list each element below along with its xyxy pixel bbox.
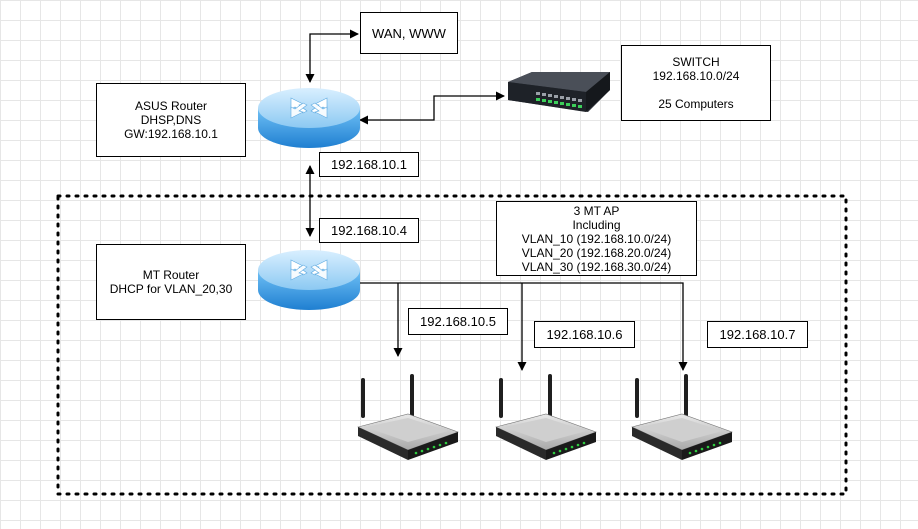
network-switch-icon [508,72,610,112]
ap2-ip-label: 192.168.10.6 [534,321,635,348]
wireless-access-point-icon [357,374,459,460]
mt-uplink-ip-label: 192.168.10.4 [319,218,419,243]
ap1-ip-text: 192.168.10.5 [420,314,496,329]
mt-router-box: MT Router DHCP for VLAN_20,30 [96,244,246,320]
vlan-zone-boundary [56,194,848,496]
asus-router-gateway: GW:192.168.10.1 [124,127,218,141]
mt-router-title: MT Router [142,268,200,282]
mt-router-dhcp: DHCP for VLAN_20,30 [109,282,233,296]
asus-to-switch-connector [359,91,505,125]
ap-info-vlan10: VLAN_10 (192.168.10.0/24) [521,231,672,246]
router-icon [258,250,360,310]
ap3-ip-text: 192.168.10.7 [719,327,796,342]
asus-ip-text: 192.168.10.1 [331,157,407,172]
ap-info-title: 3 MT AP [573,203,620,218]
ap-info-vlan20: VLAN_20 (192.168.20.0/24) [521,245,672,260]
asus-router-title: ASUS Router [134,99,208,113]
asus-to-wan-connector [305,29,359,83]
wan-box-text: WAN, WWW [372,25,446,41]
asus-ip-label: 192.168.10.1 [319,152,419,177]
mt-uplink-ip-text: 192.168.10.4 [331,223,407,238]
ap-info-including: Including [572,217,621,232]
ap3-ip-label: 192.168.10.7 [707,321,808,348]
mt-to-ap3-connector [355,282,688,371]
connectors [305,29,688,371]
wan-box: WAN, WWW [360,12,458,54]
switch-subnet: 192.168.10.0/24 [652,69,740,83]
switch-box: SWITCH 192.168.10.0/24 25 Computers [621,45,771,121]
ap-info-vlan30: VLAN_30 (192.168.30.0/24) [521,259,672,274]
asus-router-box: ASUS Router DHSP,DNS GW:192.168.10.1 [96,83,246,157]
ap1-ip-label: 192.168.10.5 [408,308,508,335]
asus-router-services: DHSP,DNS [140,113,202,127]
ap-info-box: 3 MT AP Including VLAN_10 (192.168.10.0/… [496,201,697,276]
router-icon [258,88,360,148]
switch-title: SWITCH [672,55,720,69]
switch-computers: 25 Computers [658,97,734,111]
ap2-ip-text: 192.168.10.6 [546,327,623,342]
wireless-access-point-icon [631,374,733,460]
wireless-access-point-icon [495,374,597,460]
